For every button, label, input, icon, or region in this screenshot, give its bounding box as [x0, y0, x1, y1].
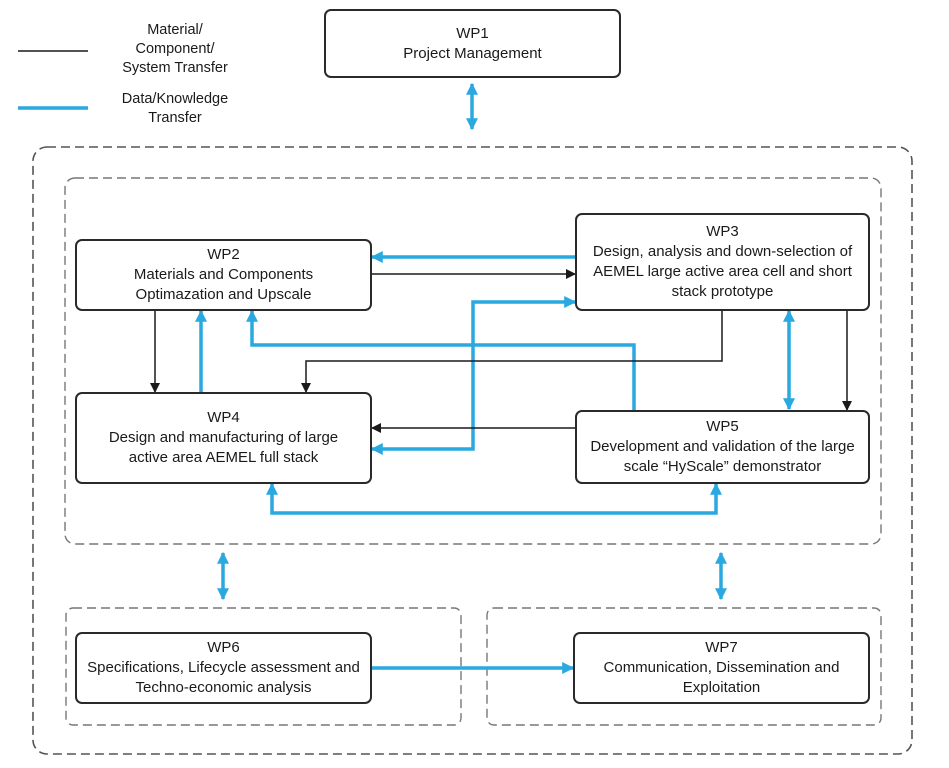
wp7-title-line1: Communication, Dissemination and [603, 659, 840, 676]
wp4-title-line2: active area AEMEL full stack [128, 449, 319, 466]
wp2-id: WP2 [207, 246, 240, 263]
wp6-dashed-container [65, 607, 462, 726]
wp3-title-line3: stack prototype [671, 283, 774, 300]
wp1-box: WP1 Project Management [324, 9, 621, 78]
wp5-id: WP5 [706, 418, 739, 435]
wp6-title-line1: Specifications, Lifecycle assessment and [87, 659, 360, 676]
wp7-title-line2: Exploitation [682, 679, 761, 696]
wp3-box: WP3 Design, analysis and down-selection … [575, 213, 870, 311]
wp2-title-line1: Materials and Components [133, 266, 314, 283]
wp2-box: WP2 Materials and Components Optimazatio… [75, 239, 372, 311]
wp1-title: Project Management [403, 44, 542, 62]
wp4-title-line1: Design and manufacturing of large [108, 429, 339, 446]
wp5-title-line2: scale “HyScale” demonstrator [623, 458, 822, 475]
wp3-wp4-arrow [370, 296, 577, 455]
wp7-box: WP7 Communication, Dissemination and Exp… [573, 632, 870, 704]
legend-material-label: Material/ Component/ System Transfer [122, 22, 228, 76]
core-wp-dashed-container [64, 177, 882, 545]
legend-knowledge-label: Data/Knowledge Transfer [121, 91, 229, 126]
wp7-id: WP7 [705, 639, 738, 656]
wp6-id: WP6 [207, 639, 240, 656]
wp7-dashed-container [486, 607, 882, 726]
wp4-box: WP4 Design and manufacturing of large ac… [75, 392, 372, 484]
wp5-title-line1: Development and validation of the large [590, 438, 855, 455]
wp3-id: WP3 [706, 223, 739, 240]
wp3-title-line2: AEMEL large active area cell and short [593, 263, 852, 280]
wp6-box: WP6 Specifications, Lifecycle assessment… [75, 632, 372, 704]
wp1-id: WP1 [456, 24, 489, 42]
wp3-to-wp4-arrow [301, 311, 723, 393]
wp4-wp5-arrow [266, 482, 722, 515]
wp4-id: WP4 [207, 409, 240, 426]
wp2-title-line2: Optimazation and Upscale [135, 286, 312, 303]
wp3-title-line1: Design, analysis and down-selection of [592, 243, 853, 260]
wp6-title-line2: Techno-economic analysis [135, 679, 312, 696]
outer-dashed-container [32, 146, 913, 755]
wp5-box: WP5 Development and validation of the la… [575, 410, 870, 484]
